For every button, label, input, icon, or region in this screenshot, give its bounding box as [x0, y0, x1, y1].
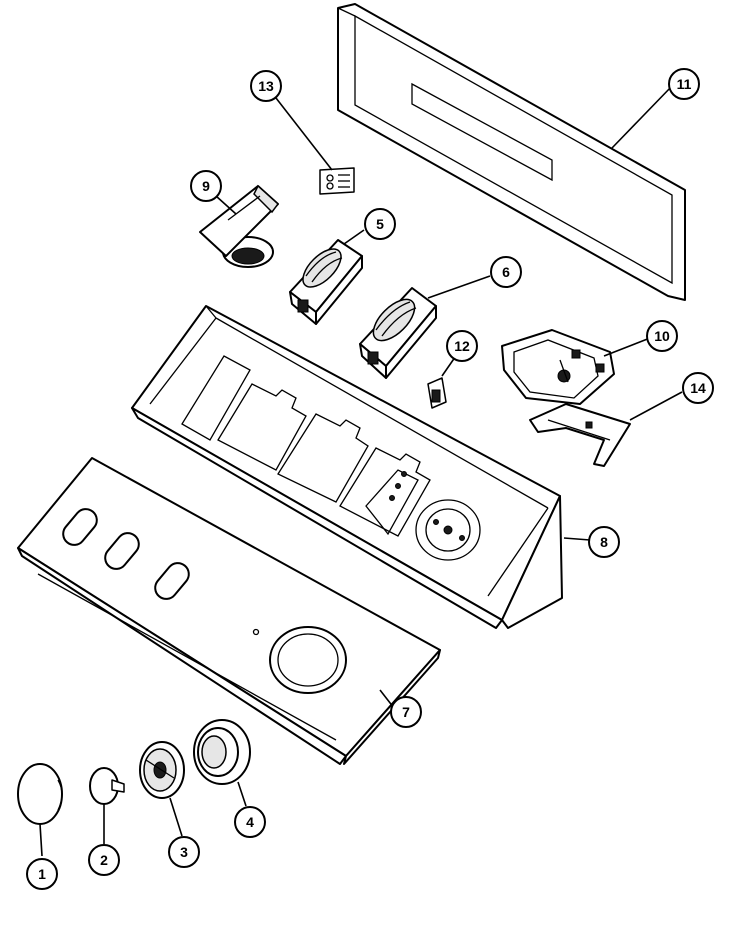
callout-13-label: 13	[258, 78, 274, 94]
callout-3: 3	[168, 836, 200, 868]
callout-2-label: 2	[100, 852, 108, 868]
part-12-clip	[427, 377, 447, 409]
callout-13: 13	[250, 70, 282, 102]
callout-12: 12	[446, 330, 478, 362]
callout-2: 2	[88, 844, 120, 876]
callout-7-label: 7	[402, 704, 410, 720]
leader-lines	[39, 85, 683, 857]
part-11-backsplash-panel	[337, 3, 686, 301]
part-10-timer	[501, 329, 615, 405]
callout-6: 6	[490, 256, 522, 288]
callout-7: 7	[390, 696, 422, 728]
part-5-rocker-switch	[289, 239, 363, 325]
part-6-rocker-switch	[359, 287, 437, 379]
callout-12-label: 12	[454, 338, 470, 354]
callout-10-label: 10	[654, 328, 670, 344]
part-14-bracket	[529, 403, 631, 467]
callout-8-label: 8	[600, 534, 608, 550]
callout-5-label: 5	[376, 216, 384, 232]
part-2-knob-insert	[89, 767, 125, 805]
part-13-decal	[319, 167, 355, 195]
callout-8: 8	[588, 526, 620, 558]
callout-9-label: 9	[202, 178, 210, 194]
callout-14-label: 14	[690, 380, 706, 396]
callout-10: 10	[646, 320, 678, 352]
callout-3-label: 3	[180, 844, 188, 860]
callout-11: 11	[668, 68, 700, 100]
part-1-knob-cap	[17, 763, 63, 825]
callout-9: 9	[190, 170, 222, 202]
callout-1-label: 1	[38, 866, 46, 882]
part-9-switch	[199, 184, 280, 268]
callout-1: 1	[26, 858, 58, 890]
part-4-bezel-ring	[193, 719, 251, 785]
callout-5: 5	[364, 208, 396, 240]
callout-4: 4	[234, 806, 266, 838]
part-3-dial	[139, 741, 185, 799]
callout-11-label: 11	[677, 76, 692, 92]
callout-14: 14	[682, 372, 714, 404]
callout-6-label: 6	[502, 264, 510, 280]
callout-4-label: 4	[246, 814, 254, 830]
part-8-console-housing	[131, 305, 563, 629]
